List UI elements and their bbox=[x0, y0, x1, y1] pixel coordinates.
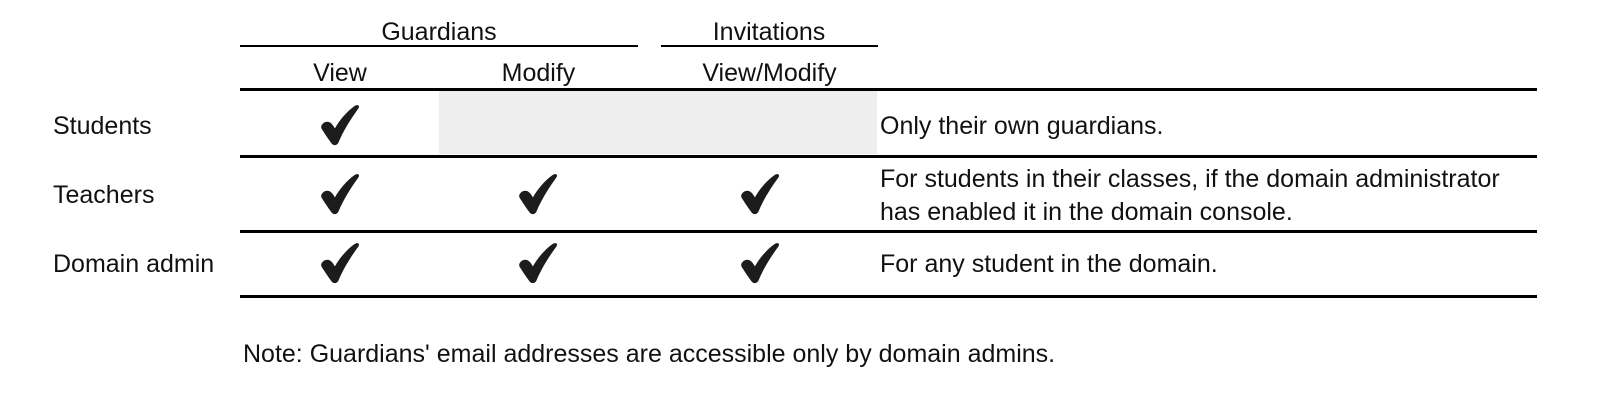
column-header-view: View bbox=[313, 59, 367, 87]
column-header-view-modify: View/Modify bbox=[702, 59, 837, 87]
check-icon bbox=[737, 241, 783, 285]
table-rule-after-students bbox=[240, 155, 1537, 158]
row-header-students: Students bbox=[53, 112, 152, 140]
table-rule-after-teachers bbox=[240, 230, 1537, 233]
row-description-teachers: For students in their classes, if the do… bbox=[880, 165, 1500, 226]
check-icon bbox=[317, 103, 363, 147]
row-header-teachers: Teachers bbox=[53, 181, 155, 209]
column-header-modify: Modify bbox=[501, 59, 576, 87]
row-description-students: Only their own guardians. bbox=[880, 112, 1164, 140]
check-icon bbox=[515, 172, 561, 216]
check-icon bbox=[317, 241, 363, 285]
check-icon bbox=[317, 172, 363, 216]
check-icon bbox=[737, 172, 783, 216]
column-group-rule-invitations bbox=[661, 45, 878, 47]
row-description-domain-admin: For any student in the domain. bbox=[880, 250, 1218, 278]
column-group-rule-guardians bbox=[240, 45, 638, 47]
table-rule-header-bottom bbox=[240, 88, 1537, 91]
table-rule-bottom bbox=[240, 295, 1537, 298]
table-cell-shaded-students-modify-invitations bbox=[439, 90, 877, 154]
column-group-header-invitations: Invitations bbox=[712, 18, 826, 46]
table-footnote: Note: Guardians' email addresses are acc… bbox=[243, 340, 1056, 368]
row-header-domain-admin: Domain admin bbox=[53, 250, 215, 278]
column-group-header-guardians: Guardians bbox=[381, 18, 497, 46]
check-icon bbox=[515, 241, 561, 285]
